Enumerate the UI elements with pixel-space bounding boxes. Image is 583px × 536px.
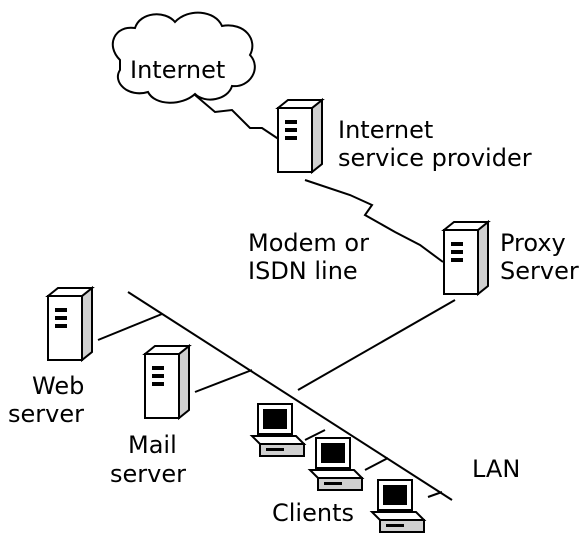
client-computer-icon (309, 437, 363, 491)
isp-server-icon (277, 99, 323, 173)
client-computer-icon (251, 403, 305, 457)
internet-to-isp-link (194, 94, 281, 141)
modem-label-line2: ISDN line (248, 257, 358, 285)
client-3-link (427, 491, 443, 498)
isp-label-line2: service provider (338, 144, 532, 172)
mail-label-line2: server (110, 460, 186, 488)
internet-cloud (111, 11, 256, 104)
client-computer-icon (371, 479, 425, 533)
proxy-label-line2: Server (500, 257, 579, 285)
client-1-link (304, 429, 326, 441)
internet-label: Internet (130, 56, 226, 84)
proxy-to-lan-link (297, 299, 456, 391)
web-label-line2: server (8, 400, 84, 428)
proxy-label-line1: Proxy (500, 229, 566, 257)
client-2-link (364, 457, 389, 471)
clients-label: Clients (272, 499, 354, 527)
mail-server-icon (144, 345, 190, 419)
isp-label-line1: Internet (338, 116, 434, 144)
web-server-link (97, 313, 163, 341)
mail-server-link (194, 369, 253, 393)
web-label-line1: Web (32, 372, 85, 400)
lan-backbone (127, 291, 453, 501)
proxy-server-icon (443, 221, 489, 295)
web-server-icon (47, 287, 93, 361)
modem-isdn-link (304, 179, 444, 263)
mail-label-line1: Mail (128, 431, 177, 459)
modem-label-line1: Modem or (248, 229, 369, 257)
lan-label: LAN (472, 455, 521, 483)
